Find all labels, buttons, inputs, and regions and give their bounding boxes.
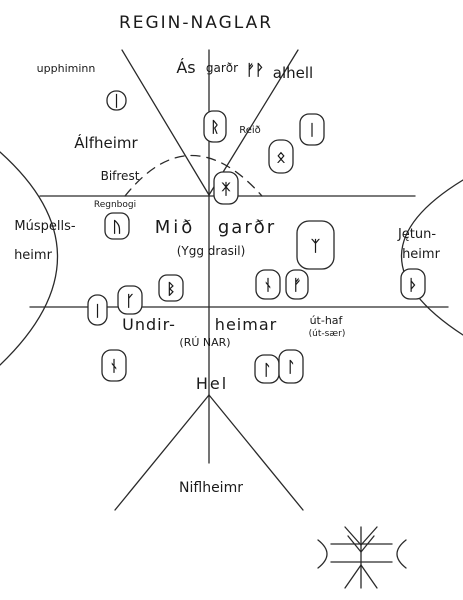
rune-glyph: ᛚ <box>262 361 271 379</box>
hel-right-root <box>208 394 304 511</box>
rune-stone-underworld-3: ᛚ <box>278 349 304 384</box>
rune-glyph: ᚦ <box>408 276 417 294</box>
rune-glyph: ᛚ <box>286 358 295 376</box>
bifrost-label: Bifrest <box>101 169 140 183</box>
rune-stone-alfheimr-1: ᛁ <box>299 113 325 146</box>
uthaf-label-line2: (út-sær) <box>309 329 346 339</box>
hel-label: Hel <box>196 374 228 393</box>
rune-stone-midgard-top: ᛡ <box>213 171 239 205</box>
valholl-label: alhell <box>273 64 313 82</box>
valholl-rune-label: ᚠᚹ <box>246 61 264 79</box>
asgard-gard-label: garðr <box>206 61 238 75</box>
rune-stone-lower-2: ᚴ <box>117 285 143 315</box>
rune-glyph: ᚾ <box>263 276 272 294</box>
rune-glyph: ᚢ <box>112 218 121 236</box>
rune-stone-lower-4: ᚾ <box>255 269 281 300</box>
rune-glyph: ᚴ <box>125 292 134 310</box>
rune-stone-lower-1: ᛁ <box>87 294 108 326</box>
rune-stone-alfheimr-2: ᛟ <box>268 139 294 174</box>
rune-stone-asgard: ᚱ <box>203 110 227 143</box>
right-branch <box>208 49 299 196</box>
yggdrasil-label: (Ygg drasil) <box>177 244 246 258</box>
rune-glyph: ᛟ <box>276 148 285 166</box>
upphiminn-label: upphiminn <box>37 62 96 75</box>
niflheimr-label: Niflheimr <box>179 480 243 496</box>
rune-glyph: ᚱ <box>210 118 219 136</box>
rune-glyph: ᚠ <box>292 276 301 294</box>
bifrost-arc <box>124 154 263 197</box>
emblem-icon <box>317 526 407 589</box>
alfheimr-label: Álfheimr <box>74 133 138 152</box>
midgard-gard-label: garðr <box>218 217 276 238</box>
muspell-arc <box>0 151 58 366</box>
hel-left-root <box>114 394 210 511</box>
jotun-label-line2: heimr <box>402 247 441 262</box>
muspell-label-line2: heimr <box>14 248 53 263</box>
rune-glyph: ᚾ <box>109 357 118 375</box>
title: REGIN-NAGLAR <box>119 13 273 33</box>
undirheimar-label-1: Undir- <box>122 315 176 334</box>
undirheimar-label-2: heimar <box>215 315 277 334</box>
left-branch <box>121 49 210 196</box>
rune-glyph: ᛁ <box>307 121 316 139</box>
midgard-mid-label: Mið <box>155 217 196 238</box>
rune-stone-lower-5: ᚠ <box>285 269 309 300</box>
jotun-arc <box>400 179 463 336</box>
muspell-label-line1: Múspells- <box>14 219 75 234</box>
rune-stone-jotunheimr: ᚦ <box>400 268 426 300</box>
rune-glyph: ᛡ <box>221 180 230 198</box>
rune-stone-muspell: ᚢ <box>104 212 130 240</box>
rune-glyph: ᛉ <box>311 237 320 255</box>
rune-stone-underworld-2: ᛚ <box>254 354 280 384</box>
jotun-label-line1: Jętun- <box>397 227 436 242</box>
asgard-as-label: Ás <box>176 58 195 77</box>
rune-stone-upphiminn: ᛁ <box>106 90 127 111</box>
diagram-lines <box>0 49 463 511</box>
rune-glyph: ᛁ <box>93 302 102 320</box>
uthaf-label-line1: út-haf <box>310 314 344 327</box>
rune-glyph: ᛁ <box>112 92 121 110</box>
rune-stone-yr: ᛉ <box>296 220 335 270</box>
rune-glyph: ᛒ <box>166 280 175 298</box>
reid-label: Reið <box>239 125 261 136</box>
runar-label: (RÚ NAR) <box>179 336 230 349</box>
rune-stone-underworld-1: ᚾ <box>101 349 127 382</box>
regnbogi-label: Regnbogi <box>94 200 136 210</box>
rune-stone-lower-3: ᛒ <box>158 274 184 302</box>
